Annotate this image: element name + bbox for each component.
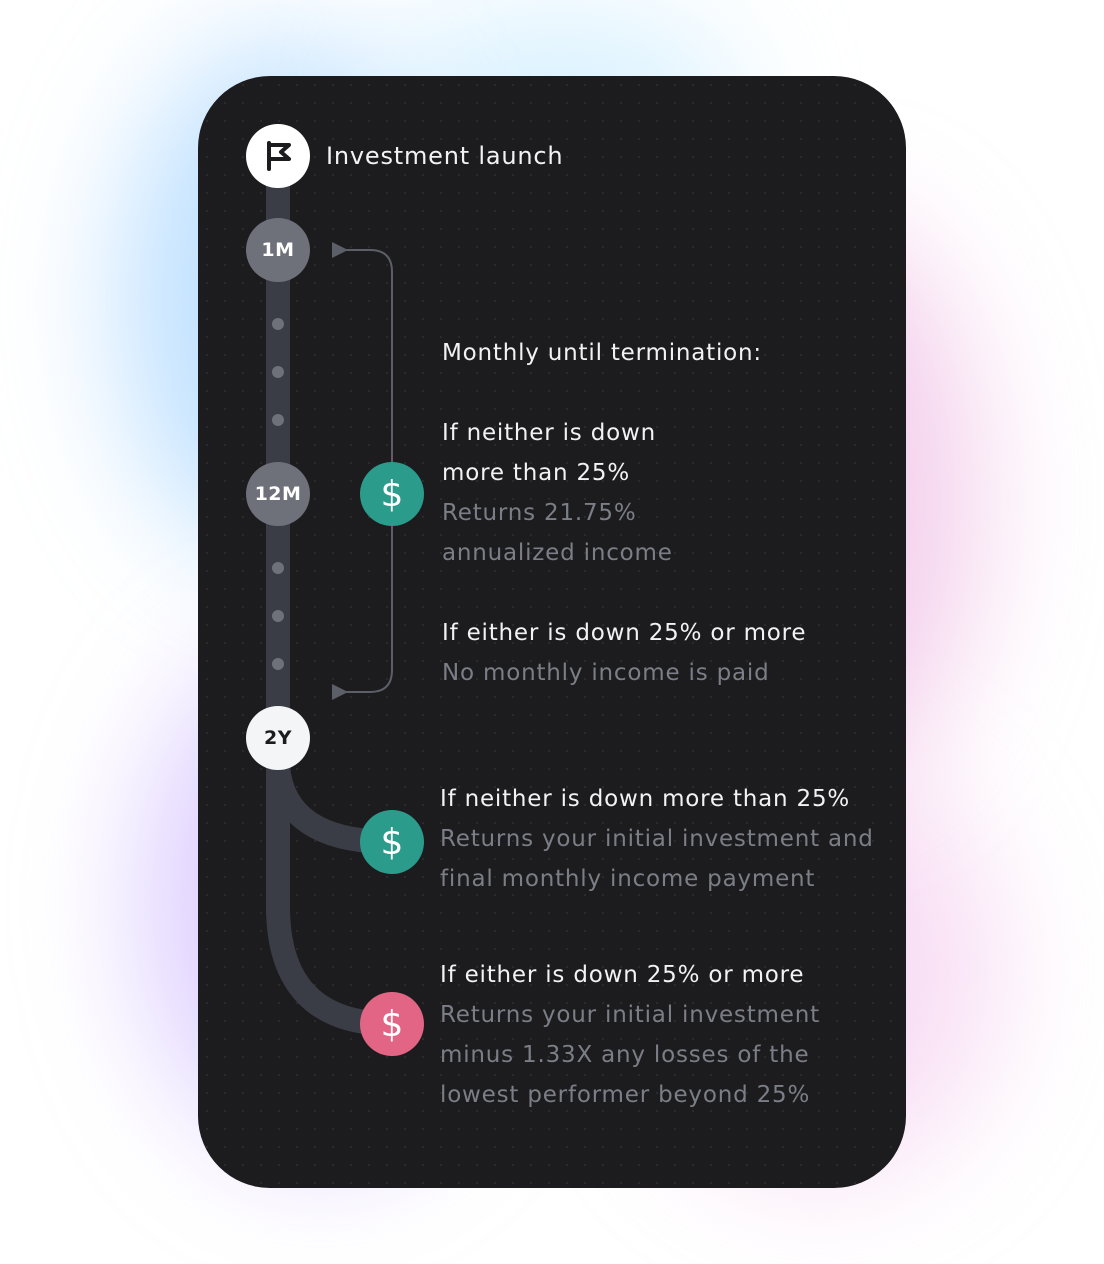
investment-timeline-card: Investment launch 1M 12M 2Y $ $ $ Monthl…: [198, 76, 906, 1188]
final-either-result: minus 1.33X any losses of the: [440, 1042, 810, 1068]
dollar-symbol: $: [380, 473, 404, 515]
monthly-heading: Monthly until termination:: [442, 340, 762, 366]
milestone-12m: 12M: [246, 462, 310, 526]
monthly-either-result: No monthly income is paid: [442, 660, 770, 686]
timeline-dot: [272, 414, 284, 426]
final-either-result: Returns your initial investment: [440, 1002, 820, 1028]
launch-node: [246, 124, 310, 188]
monthly-neither-condition: If neither is down: [442, 420, 656, 446]
dollar-icon: $: [360, 810, 424, 874]
final-neither-condition: If neither is down more than 25%: [440, 786, 851, 812]
monthly-neither-result: annualized income: [442, 540, 673, 566]
milestone-2y: 2Y: [246, 706, 310, 770]
final-either-result: lowest performer beyond 25%: [440, 1082, 811, 1108]
monthly-neither-result: Returns 21.75%: [442, 500, 637, 526]
final-neither-result: Returns your initial investment and: [440, 826, 874, 852]
milestone-1m: 1M: [246, 218, 310, 282]
bracket-arrow-bottom: [332, 684, 348, 700]
timeline-dot: [272, 610, 284, 622]
investment-launch-label: Investment launch: [326, 142, 564, 170]
monthly-neither-condition: more than 25%: [442, 460, 630, 486]
timeline-dot: [272, 658, 284, 670]
monthly-either-condition: If either is down 25% or more: [442, 620, 807, 646]
dollar-icon: $: [360, 462, 424, 526]
timeline-dot: [272, 366, 284, 378]
dollar-icon: $: [360, 992, 424, 1056]
final-either-condition: If either is down 25% or more: [440, 962, 805, 988]
flag-icon: [267, 141, 291, 171]
bracket-arrow-top: [332, 242, 348, 258]
dollar-symbol: $: [380, 821, 404, 863]
final-neither-result: final monthly income payment: [440, 866, 816, 892]
dollar-symbol: $: [380, 1003, 404, 1045]
timeline-dot: [272, 562, 284, 574]
timeline-dot: [272, 318, 284, 330]
